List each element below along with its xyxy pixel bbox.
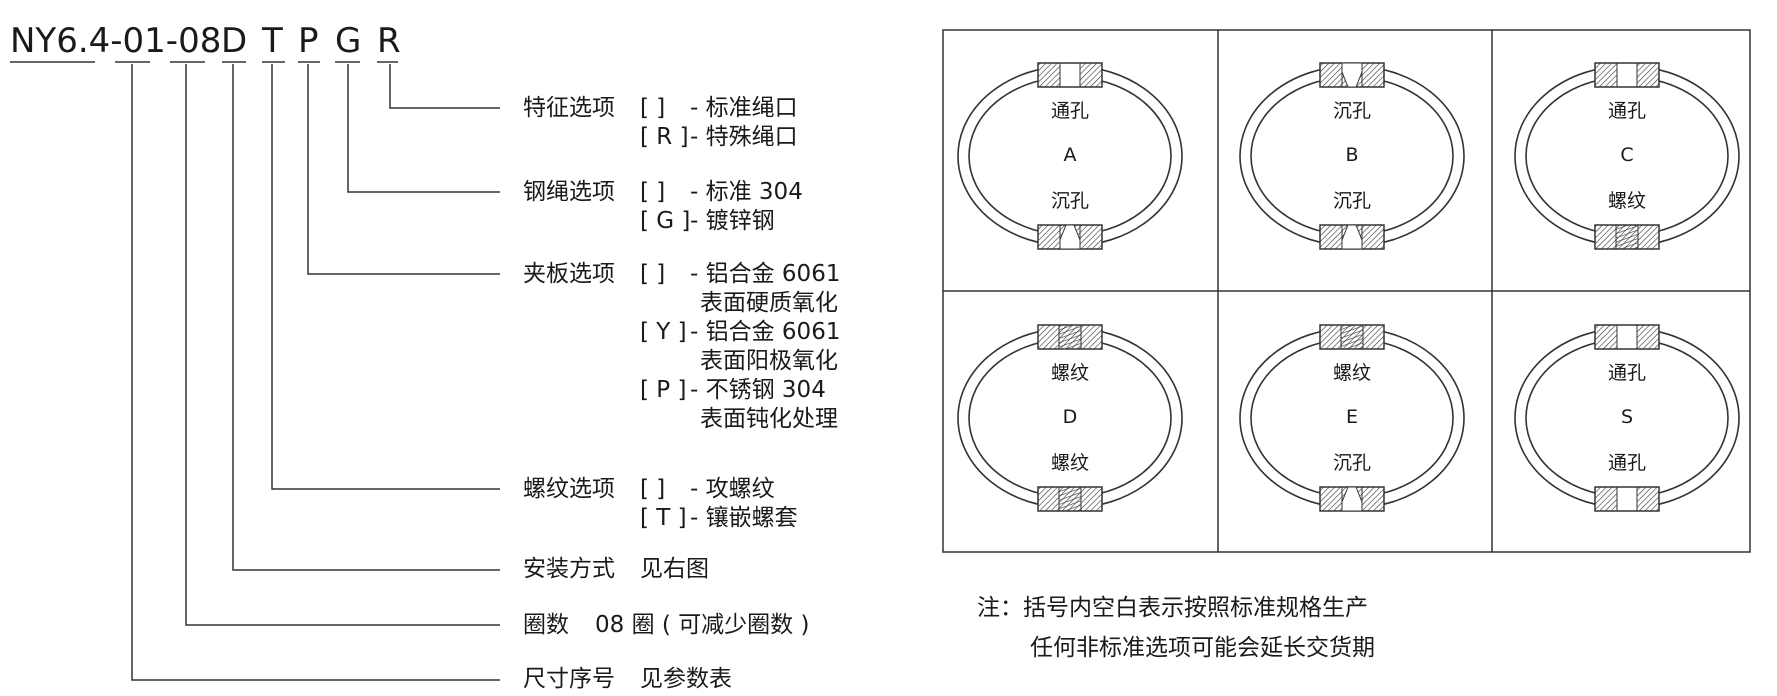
size-value: 见参数表 bbox=[640, 666, 732, 692]
option-desc: - 标准绳口 bbox=[690, 95, 798, 121]
mount-c-bottom-label: 螺纹 bbox=[1607, 190, 1646, 212]
option-desc: - 特殊绳口 bbox=[690, 124, 798, 150]
option-desc: - 镀锌钢 bbox=[690, 208, 775, 234]
mount-s-letter: S bbox=[1620, 406, 1634, 428]
mount-a-letter: A bbox=[1063, 144, 1077, 166]
clamp-top-c bbox=[1594, 62, 1660, 88]
clamp-top-d bbox=[1037, 324, 1103, 350]
option-title-clamp-plate: 夹板选项 bbox=[523, 261, 615, 287]
option-desc: - 标准 304 bbox=[690, 179, 803, 205]
mount-d-top-label: 螺纹 bbox=[1050, 362, 1089, 384]
option-desc: - 铝合金 6061 bbox=[690, 319, 841, 345]
leader-line-turns bbox=[185, 64, 500, 626]
mount-s-top-label: 通孔 bbox=[1607, 362, 1646, 384]
option-code: [ R ] bbox=[640, 124, 689, 150]
mount-d-letter: D bbox=[1062, 406, 1078, 428]
leader-line-t bbox=[271, 64, 500, 490]
install-value: 见右图 bbox=[640, 556, 709, 582]
model-code-prefix: NY6.4-01-08 bbox=[10, 21, 222, 61]
option-code: [ ] bbox=[640, 95, 666, 121]
mount-e-top-label: 螺纹 bbox=[1332, 362, 1371, 384]
clamp-top-e bbox=[1319, 324, 1385, 350]
clamp-top-a bbox=[1037, 62, 1103, 88]
model-code-d: D bbox=[221, 21, 248, 61]
mount-e-bottom-label: 沉孔 bbox=[1332, 452, 1371, 474]
model-code-p: P bbox=[298, 21, 319, 61]
clamp-bottom-a bbox=[1037, 224, 1103, 250]
mount-c-top-label: 通孔 bbox=[1607, 100, 1646, 122]
option-code: [ ] bbox=[640, 261, 666, 287]
mount-a-bottom-label: 沉孔 bbox=[1050, 190, 1089, 212]
option-desc-line2: 表面硬质氧化 bbox=[700, 290, 838, 316]
clamp-top-s bbox=[1594, 324, 1660, 350]
option-desc: - 攻螺纹 bbox=[690, 476, 775, 502]
option-code: [ T ] bbox=[640, 505, 687, 531]
option-code: [ ] bbox=[640, 476, 666, 502]
clamp-bottom-s bbox=[1594, 486, 1660, 512]
leader-line-r bbox=[389, 64, 500, 109]
leader-line-g bbox=[347, 64, 500, 193]
note-line-2: 任何非标准选项可能会延长交货期 bbox=[1030, 635, 1375, 661]
size-title: 尺寸序号 bbox=[523, 666, 615, 692]
install-title: 安装方式 bbox=[523, 556, 615, 582]
model-code-g: G bbox=[335, 21, 362, 61]
note-line-1: 注：括号内空白表示按照标准规格生产 bbox=[977, 595, 1368, 621]
mount-e-letter: E bbox=[1345, 406, 1358, 428]
model-code-t: T bbox=[262, 21, 283, 61]
mount-b-top-label: 沉孔 bbox=[1332, 100, 1371, 122]
leader-line-p bbox=[307, 64, 500, 275]
option-desc: - 镶嵌螺套 bbox=[690, 505, 798, 531]
turns-value: 08 圈 ( 可减少圈数 ) bbox=[595, 612, 810, 638]
clamp-bottom-c bbox=[1594, 224, 1660, 250]
mount-c-letter: C bbox=[1620, 144, 1634, 166]
clamp-bottom-d bbox=[1037, 486, 1103, 512]
option-code: [ ] bbox=[640, 179, 666, 205]
clamp-bottom-b bbox=[1319, 224, 1385, 250]
option-desc-line2: 表面钝化处理 bbox=[700, 406, 838, 432]
clamp-top-b bbox=[1319, 62, 1385, 88]
option-code: [ Y ] bbox=[640, 319, 687, 345]
option-desc-line2: 表面阳极氧化 bbox=[700, 348, 838, 374]
clamp-bottom-e bbox=[1319, 486, 1385, 512]
option-desc: - 铝合金 6061 bbox=[690, 261, 841, 287]
turns-title: 圈数 bbox=[523, 612, 569, 638]
mount-a-top-label: 通孔 bbox=[1050, 100, 1089, 122]
option-title-feature: 特征选项 bbox=[523, 95, 615, 121]
leader-line-d bbox=[232, 64, 500, 571]
option-title-wire-rope: 钢绳选项 bbox=[523, 179, 615, 205]
option-desc: - 不锈钢 304 bbox=[690, 377, 826, 403]
mount-d-bottom-label: 螺纹 bbox=[1050, 452, 1089, 474]
option-title-thread: 螺纹选项 bbox=[523, 476, 615, 502]
leader-line-size bbox=[131, 64, 500, 681]
mount-b-bottom-label: 沉孔 bbox=[1332, 190, 1371, 212]
option-code: [ G ] bbox=[640, 208, 691, 234]
model-code-r: R bbox=[377, 21, 401, 61]
mount-s-bottom-label: 通孔 bbox=[1607, 452, 1646, 474]
option-code: [ P ] bbox=[640, 377, 687, 403]
mount-b-letter: B bbox=[1345, 144, 1359, 166]
